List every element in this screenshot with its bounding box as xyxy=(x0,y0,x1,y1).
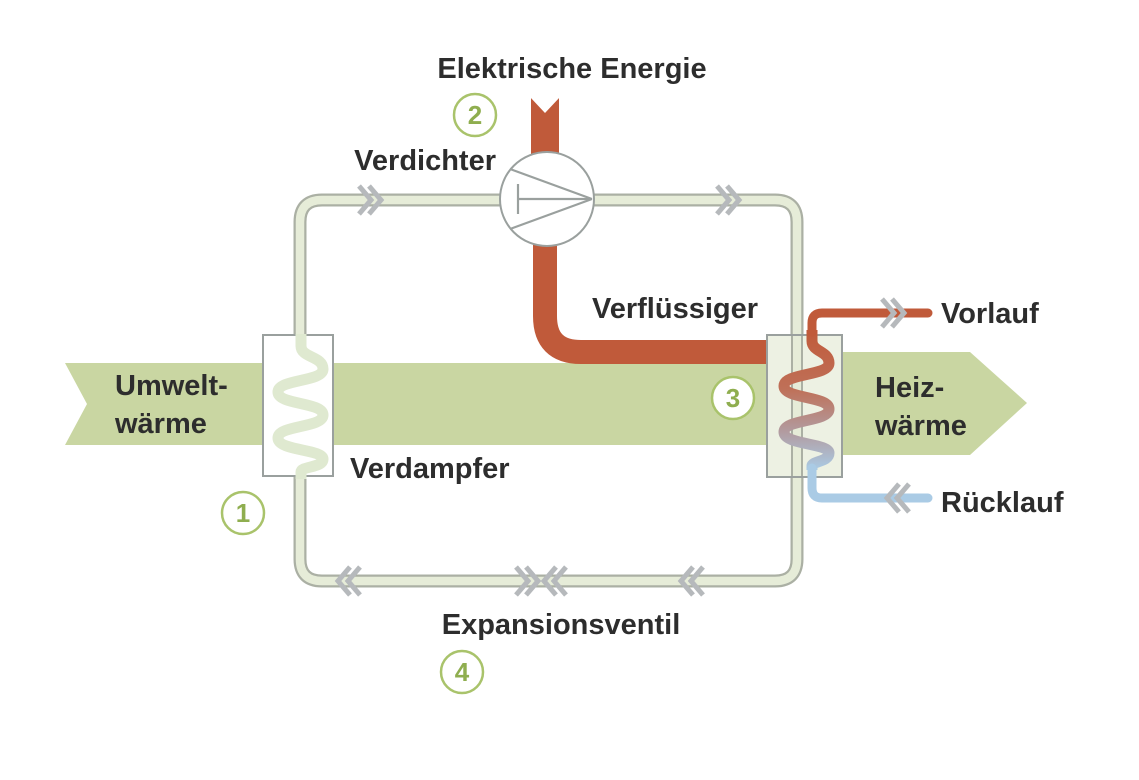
expansion-valve-label: Expansionsventil xyxy=(442,609,681,641)
refrigerant-pipe-lower-outline xyxy=(293,476,804,588)
evaporator-coil xyxy=(272,334,329,479)
step-number-2: 2 xyxy=(468,100,482,130)
vorlauf-pipe xyxy=(807,308,933,337)
condenser-coil xyxy=(778,330,835,470)
hot-gas-pipe xyxy=(533,205,767,364)
step-badge-4: 4 xyxy=(439,649,485,695)
refrigerant-pipe-lower xyxy=(295,474,802,586)
compressor-icon xyxy=(499,151,595,247)
electric-energy-arrow-notch xyxy=(530,97,560,113)
compressor-label: Verdichter xyxy=(354,145,496,177)
ruecklauf-pipe xyxy=(807,463,933,503)
umweltwaerme-label-line2: wärme xyxy=(114,408,207,440)
step-badge-3: 3 xyxy=(710,375,756,421)
umweltwaerme-band xyxy=(65,363,850,445)
vorlauf-label: Vorlauf xyxy=(941,298,1039,330)
condenser-label: Verflüssiger xyxy=(592,293,758,325)
diagram-title: Elektrische Energie xyxy=(437,53,706,85)
heizwaerme-label-line2: wärme xyxy=(874,410,967,442)
heizwaerme-label-line1: Heiz- xyxy=(875,372,944,404)
umweltwaerme-label-line1: Umwelt- xyxy=(115,370,228,402)
step-badge-1: 1 xyxy=(220,490,266,536)
heizwaerme-arrow xyxy=(842,352,1027,455)
step-number-4: 4 xyxy=(455,657,470,687)
step-badge-2: 2 xyxy=(452,92,498,138)
ruecklauf-label: Rücklauf xyxy=(941,487,1064,519)
step-number-1: 1 xyxy=(236,498,250,528)
step-number-3: 3 xyxy=(726,383,740,413)
evaporator-label: Verdampfer xyxy=(350,453,510,485)
